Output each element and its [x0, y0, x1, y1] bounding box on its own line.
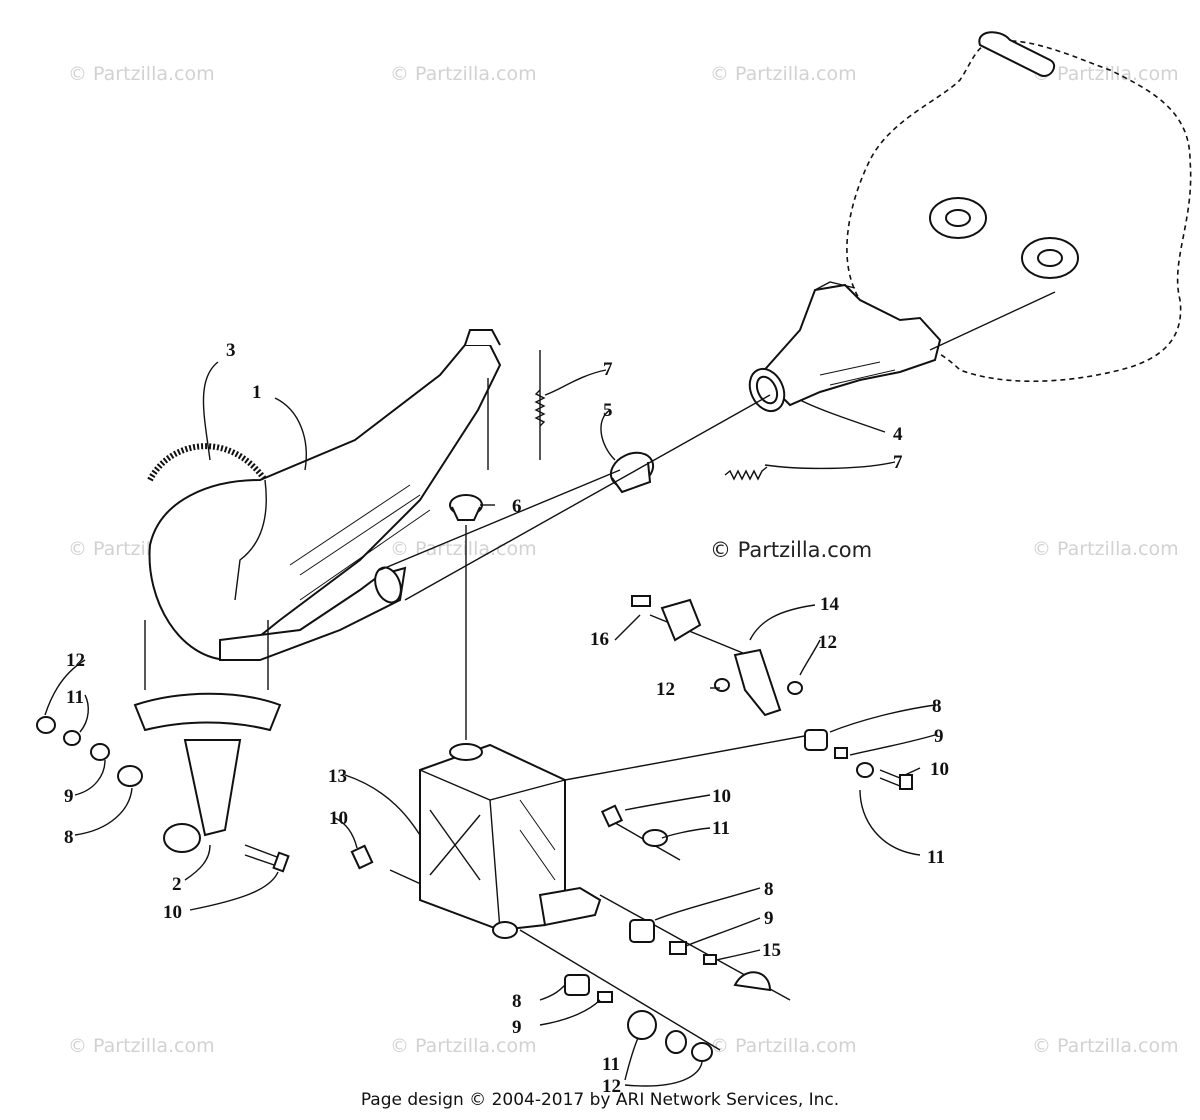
callout-15: 15: [762, 940, 781, 961]
callout-3: 3: [226, 340, 236, 361]
expansion-chamber: [147, 329, 502, 662]
leader-lines: [144, 350, 811, 1051]
callout-12: 12: [656, 679, 675, 700]
callout-leaders: [44, 361, 936, 1087]
callout-8: 8: [512, 991, 522, 1012]
callout-11: 11: [712, 818, 730, 839]
callout-9: 9: [64, 786, 74, 807]
callout-4: 4: [893, 424, 903, 445]
watermark: © Partzilla.com: [390, 538, 537, 560]
watermark: © Partzilla.com: [390, 1035, 537, 1057]
watermark: © Partzilla.com: [1032, 63, 1179, 85]
grommet: [449, 494, 483, 521]
watermark: © Partzilla.com: [390, 63, 537, 85]
callout-14: 14: [820, 594, 840, 615]
callout-5: 5: [603, 400, 613, 421]
lower-hardware: [564, 919, 772, 1062]
exhaust-manifold: [748, 281, 1056, 413]
callout-13: 13: [328, 766, 347, 787]
callout-7: 7: [893, 452, 903, 473]
callout-10: 10: [163, 902, 182, 923]
callout-10: 10: [712, 786, 731, 807]
callout-2: 2: [172, 874, 182, 895]
callout-11: 11: [66, 687, 84, 708]
watermark: © Partzilla.com: [1032, 1035, 1179, 1057]
watermark: © Partzilla.com: [1032, 538, 1179, 560]
callout-16: 16: [590, 629, 609, 650]
watermark: © Partzilla.com: [68, 63, 215, 85]
mount-bracket: [631, 595, 803, 717]
watermark: © Partzilla.com: [710, 63, 857, 85]
watermarks: © Partzilla.com © Partzilla.com © Partzi…: [68, 63, 1179, 1057]
callout-12: 12: [602, 1076, 621, 1097]
partzilla-watermark: © Partzilla.com: [710, 538, 872, 562]
callout-12: 12: [66, 650, 85, 671]
callout-12: 12: [818, 632, 837, 653]
callout-1: 1: [252, 382, 262, 403]
coupler: [609, 451, 655, 494]
watermark: © Partzilla.com: [710, 1035, 857, 1057]
callout-11: 11: [927, 847, 945, 868]
callout-8: 8: [932, 696, 942, 717]
engine-outline: [846, 31, 1192, 382]
callout-8: 8: [764, 879, 774, 900]
callout-10: 10: [930, 759, 949, 780]
callout-8: 8: [64, 827, 74, 848]
callout-9: 9: [512, 1017, 522, 1038]
callout-7: 7: [603, 359, 613, 380]
silencer-box: [350, 743, 668, 939]
page-footer: Page design © 2004-2017 by ARI Network S…: [360, 1090, 840, 1110]
muffler-bracket: [36, 692, 290, 873]
callout-9: 9: [764, 908, 774, 929]
watermark: © Partzilla.com: [68, 1035, 215, 1057]
callout-9: 9: [934, 726, 944, 747]
callout-6: 6: [512, 496, 522, 517]
right-hardware: [804, 729, 913, 790]
callout-11: 11: [602, 1054, 620, 1075]
callout-10: 10: [329, 808, 348, 829]
callout-labels: 1 2 3 4 5 6 7 7 8 8 8 8 9 9 9 9 10 10 10…: [64, 340, 949, 1097]
